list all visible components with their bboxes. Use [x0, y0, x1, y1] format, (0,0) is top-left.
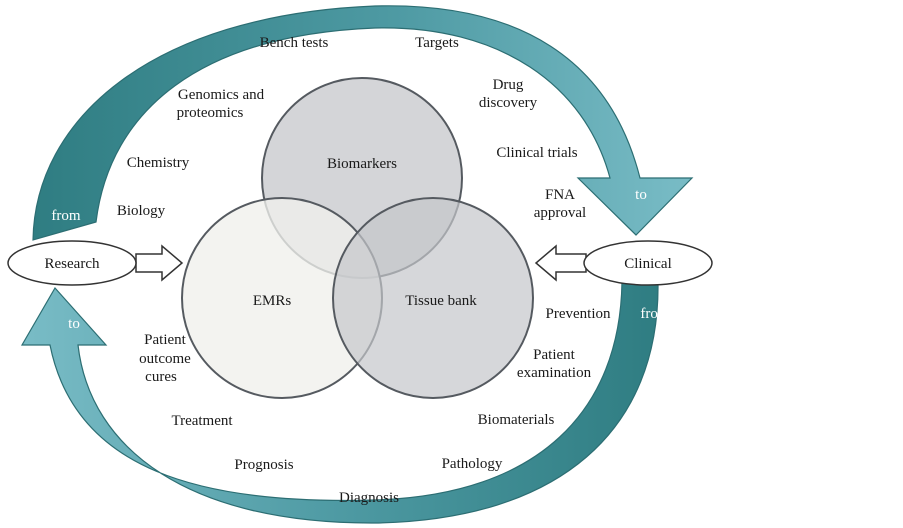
- research-node: [7, 240, 137, 286]
- patient-exam-label-1: Patient: [533, 347, 575, 363]
- clinical-label: Clinical: [624, 256, 672, 272]
- patient-outcome-label-3: cures: [145, 369, 177, 385]
- biology-label: Biology: [117, 203, 166, 219]
- emrs-label: EMRs: [253, 293, 292, 309]
- top-from-label: from: [51, 208, 80, 224]
- bottom-to-label: to: [68, 316, 80, 332]
- fna-label-1: FNA: [545, 187, 575, 203]
- clinical-node: [583, 240, 713, 286]
- drug-label-2: discovery: [479, 95, 538, 111]
- patient-exam-label-2: examination: [517, 365, 592, 381]
- patient-outcome-label-1: Patient: [144, 332, 186, 348]
- top-to-label: to: [635, 187, 647, 203]
- genomics-label-2: proteomics: [177, 105, 244, 121]
- research-block-arrow: [135, 244, 184, 282]
- patient-outcome-label-2: outcome: [139, 351, 191, 367]
- clinical-block-arrow: [534, 244, 587, 282]
- top-curved-arrow: [32, 5, 694, 241]
- tissue-bank-circle: [332, 197, 534, 399]
- prevention-label: Prevention: [546, 306, 611, 322]
- pathology-label: Pathology: [442, 456, 503, 472]
- research-label: Research: [45, 256, 100, 272]
- tissue-bank-label: Tissue bank: [405, 293, 477, 309]
- bench-tests-label: Bench tests: [260, 35, 329, 51]
- targets-label: Targets: [415, 35, 459, 51]
- bottom-from-label: from: [640, 306, 669, 322]
- treatment-label: Treatment: [171, 413, 233, 429]
- diagnosis-label: Diagnosis: [339, 490, 399, 506]
- biomarkers-label: Biomarkers: [327, 156, 397, 172]
- fna-label-2: approval: [534, 205, 586, 221]
- biomaterials-label: Biomaterials: [478, 412, 555, 428]
- chemistry-label: Chemistry: [127, 155, 190, 171]
- drug-label-1: Drug: [493, 77, 524, 93]
- clinical-trials-label: Clinical trials: [496, 145, 577, 161]
- prognosis-label: Prognosis: [234, 457, 293, 473]
- genomics-label-1: Genomics and: [178, 87, 265, 103]
- bottom-curved-arrow: [20, 281, 659, 524]
